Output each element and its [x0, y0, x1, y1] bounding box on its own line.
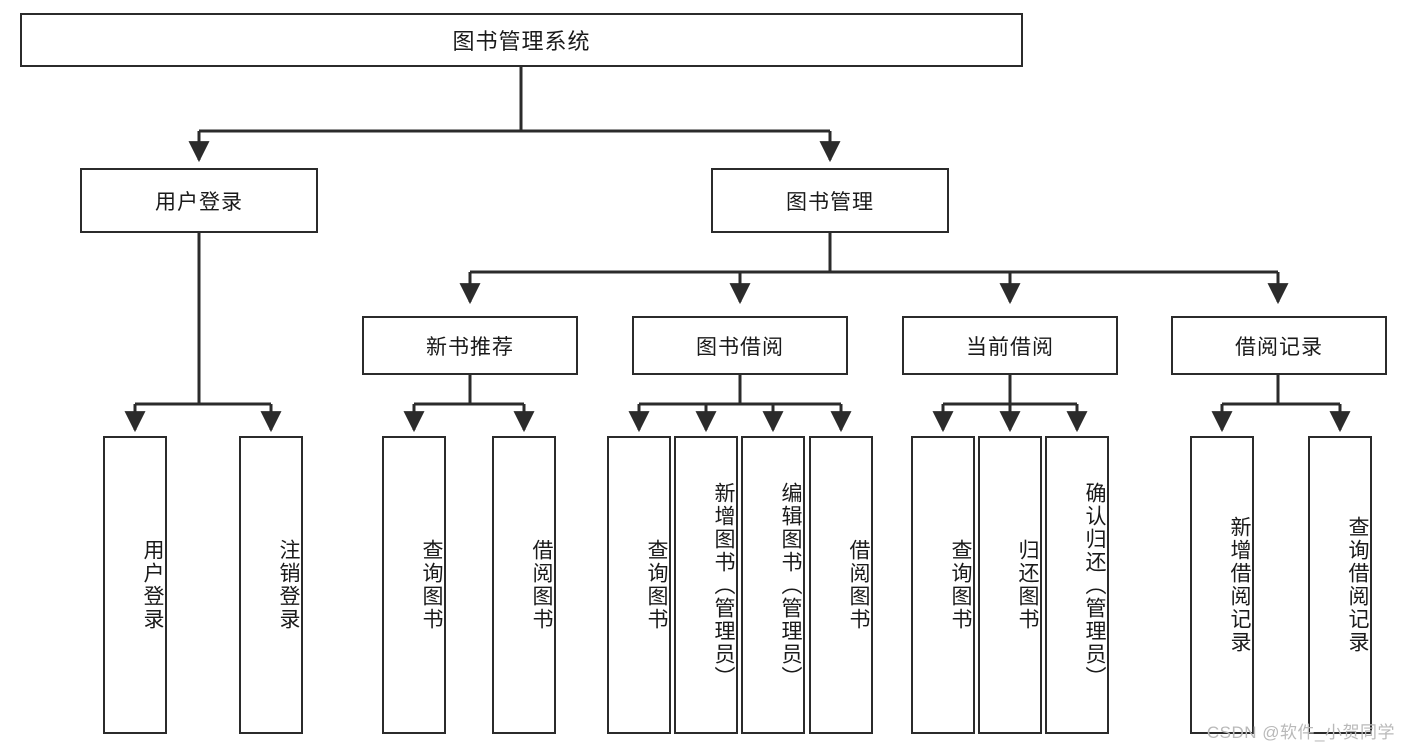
- watermark: CSDN @软件_小贺同学: [1206, 723, 1395, 742]
- node-new-book-recommend[interactable]: 新书推荐: [362, 316, 578, 375]
- node-label: 注销登录: [277, 539, 300, 631]
- node-root-library-system[interactable]: 图书管理系统: [20, 13, 1023, 67]
- node-label: 借阅图书: [847, 539, 870, 631]
- node-label: 新增借阅记录: [1228, 516, 1251, 654]
- leaf-user-logout[interactable]: 注销登录: [239, 436, 303, 734]
- node-label: 归还图书: [1016, 539, 1039, 631]
- leaf-query-book-recommend[interactable]: 查询图书: [382, 436, 446, 734]
- node-book-borrow[interactable]: 图书借阅: [632, 316, 848, 375]
- leaf-user-login[interactable]: 用户登录: [103, 436, 167, 734]
- node-label: 图书管理: [786, 190, 874, 214]
- node-label: 查询图书: [949, 539, 972, 631]
- leaf-query-borrow-record[interactable]: 查询借阅记录: [1308, 436, 1372, 734]
- leaf-borrow-book-borrow[interactable]: 借阅图书: [809, 436, 873, 734]
- node-book-management[interactable]: 图书管理: [711, 168, 949, 233]
- leaf-add-book-admin[interactable]: 新增图书（管理员）: [674, 436, 738, 734]
- node-borrow-record[interactable]: 借阅记录: [1171, 316, 1387, 375]
- leaf-query-book-borrow[interactable]: 查询图书: [607, 436, 671, 734]
- node-label: 查询借阅记录: [1346, 516, 1369, 654]
- node-current-borrow[interactable]: 当前借阅: [902, 316, 1118, 375]
- node-label: 当前借阅: [966, 335, 1054, 359]
- node-label: 查询图书: [645, 539, 668, 631]
- leaf-query-book-current[interactable]: 查询图书: [911, 436, 975, 734]
- leaf-confirm-return-admin[interactable]: 确认归还（管理员）: [1045, 436, 1109, 734]
- node-label: 确认归还（管理员）: [1083, 481, 1106, 689]
- node-label: 借阅记录: [1235, 335, 1323, 359]
- leaf-add-borrow-record[interactable]: 新增借阅记录: [1190, 436, 1254, 734]
- node-label: 图书借阅: [696, 335, 784, 359]
- node-label: 新书推荐: [426, 335, 514, 359]
- node-label: 新增图书（管理员）: [712, 481, 735, 689]
- node-label: 查询图书: [420, 539, 443, 631]
- node-user-login[interactable]: 用户登录: [80, 168, 318, 233]
- node-label: 图书管理系统: [452, 29, 591, 54]
- node-label: 用户登录: [141, 539, 164, 631]
- node-label: 借阅图书: [530, 539, 553, 631]
- leaf-edit-book-admin[interactable]: 编辑图书（管理员）: [741, 436, 805, 734]
- node-label: 编辑图书（管理员）: [779, 481, 802, 689]
- node-label: 用户登录: [155, 190, 243, 214]
- leaf-borrow-book-recommend[interactable]: 借阅图书: [492, 436, 556, 734]
- leaf-return-book[interactable]: 归还图书: [978, 436, 1042, 734]
